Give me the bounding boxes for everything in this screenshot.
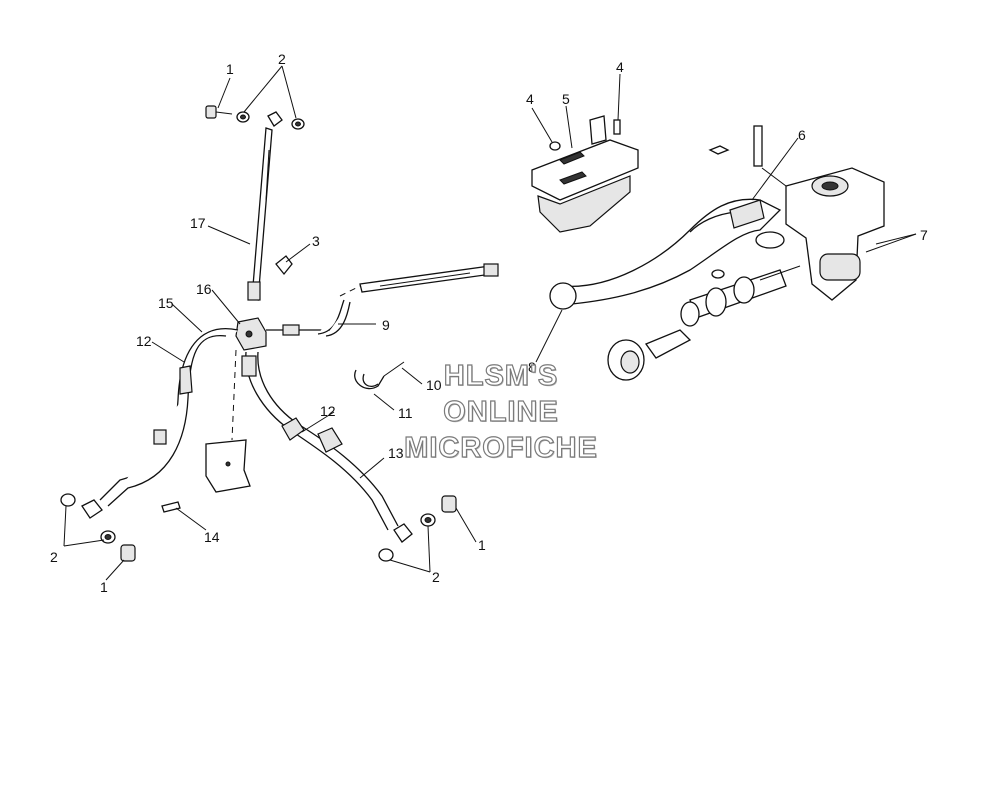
callout-13: 13	[388, 445, 404, 461]
callout-2-top: 2	[278, 51, 286, 67]
callout-11: 11	[398, 405, 413, 421]
callout-3: 3	[312, 233, 320, 249]
callout-5: 5	[562, 91, 570, 107]
callout-14: 14	[204, 529, 220, 545]
callout-4-left: 4	[526, 91, 534, 107]
callout-7: 7	[920, 227, 928, 243]
master-cylinder-assembly	[531, 115, 885, 381]
callout-16: 16	[196, 281, 212, 297]
watermark: HLSM'S ONLINE MICROFICHE	[390, 358, 612, 466]
leader-lines	[63, 65, 917, 581]
callout-8: 8	[528, 359, 536, 375]
callout-17: 17	[190, 215, 206, 231]
callout-6: 6	[798, 127, 806, 143]
callout-9: 9	[382, 317, 390, 333]
watermark-line-2: ONLINE	[443, 395, 559, 428]
callout-15: 15	[158, 295, 174, 311]
callout-1-left: 1	[100, 579, 108, 595]
callouts: 1 2 17 3 16 15 12 9 10 11 12 13 14 2 1 1…	[50, 51, 928, 595]
callout-12-mid: 12	[320, 403, 336, 419]
callout-2-left: 2	[50, 549, 58, 565]
callout-2-right: 2	[432, 569, 440, 585]
brake-line-assembly	[60, 105, 499, 562]
watermark-line-3: MICROFICHE	[404, 431, 598, 464]
callout-4-right: 4	[616, 59, 624, 75]
banjo-bolt-top	[205, 105, 305, 130]
callout-1-right: 1	[478, 537, 486, 553]
callout-12-left: 12	[136, 333, 152, 349]
callout-10: 10	[426, 377, 442, 393]
callout-1-top: 1	[226, 61, 234, 77]
watermark-line-1: HLSM'S	[443, 359, 559, 392]
